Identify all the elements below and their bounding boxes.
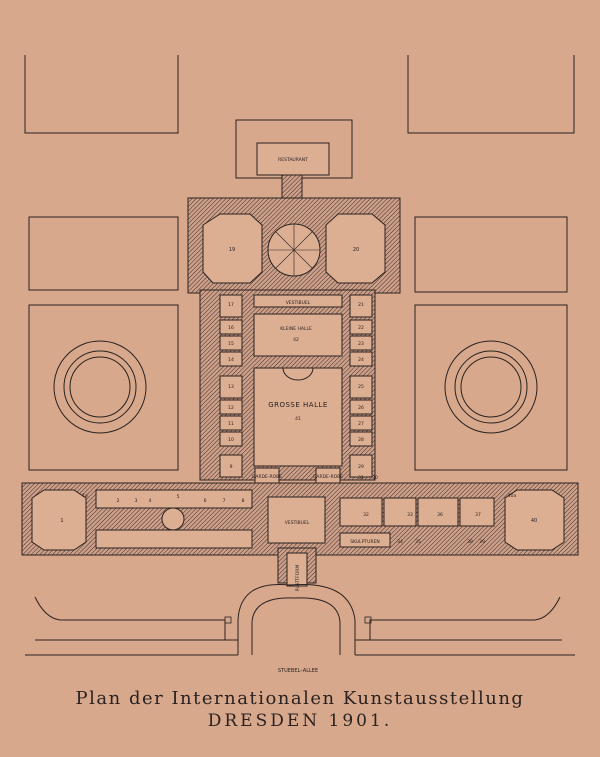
room-1a: 1a — [82, 493, 88, 499]
right-fountain — [444, 340, 538, 434]
street-label: STUEBEL–ALLEE — [278, 668, 318, 674]
room-35: 35 — [415, 539, 421, 545]
room-40: 40 — [531, 518, 537, 524]
exhibition-floor-plan: RESTAURANT 19 20 VESTIBUEL KLEINE HALLE … — [21, 55, 579, 674]
vestibuel-top-label: VESTIBUEL — [286, 300, 311, 306]
kleine-halle-label: KLEINE HALLE — [280, 326, 312, 332]
restaurant-label: RESTAURANT — [278, 157, 308, 163]
room-3: 3 — [135, 498, 138, 504]
room-37: 37 — [475, 512, 481, 518]
kleine-halle-number: 42 — [293, 337, 299, 343]
room-6: 6 — [204, 498, 207, 504]
entrance-forecourt: PLATTFORM — [237, 547, 356, 655]
central-wing: VESTIBUEL KLEINE HALLE 42 GROSSE HALLE 4… — [199, 289, 376, 485]
skulpturen-label: SKULPTUREN — [350, 539, 380, 545]
room-1: 1 — [60, 518, 63, 524]
restaurant-block: RESTAURANT — [235, 119, 353, 201]
grosse-halle-number: 41 — [295, 416, 301, 422]
room-36: 36 — [437, 512, 443, 518]
plattform-label: PLATTFORM — [295, 565, 301, 592]
room-14: 14 — [228, 357, 234, 363]
upper-halls: 19 20 — [187, 197, 401, 294]
room-29: 29 — [358, 464, 364, 470]
room-23: 23 — [358, 341, 364, 347]
room-19: 19 — [229, 247, 235, 253]
garderobe-right: GARDE-ROBE — [313, 474, 343, 480]
room-34: 34 — [397, 539, 403, 545]
plan-subtitle: DRESDEN 1901. — [207, 711, 393, 731]
room-25: 25 — [358, 384, 364, 390]
room-22: 22 — [358, 325, 364, 331]
room-11: 11 — [228, 421, 234, 427]
room-20: 20 — [353, 247, 359, 253]
room-13: 13 — [228, 384, 234, 390]
grosse-halle-label: GROSSE HALLE — [268, 401, 328, 409]
garden-plots — [24, 55, 575, 471]
room-32: 32 — [363, 512, 369, 518]
room-17: 17 — [228, 302, 234, 308]
room-10: 10 — [228, 437, 234, 443]
room-27: 27 — [358, 421, 364, 427]
room-39: 39 — [479, 539, 485, 545]
room-7: 7 — [223, 498, 226, 504]
room-30: 30 — [372, 475, 378, 481]
room-28: 28 — [358, 437, 364, 443]
street-edges — [25, 596, 575, 656]
room-33: 33 — [407, 512, 413, 518]
vestibuel-main-label: VESTIBUEL — [285, 520, 310, 526]
room-8: 8 — [242, 498, 245, 504]
left-fountain — [53, 340, 147, 434]
room-16: 16 — [228, 325, 234, 331]
room-5: 5 — [177, 494, 180, 500]
room-24: 24 — [358, 357, 364, 363]
room-40a: 40a — [508, 493, 517, 499]
room-31: 31 — [358, 475, 364, 481]
room-26: 26 — [358, 405, 364, 411]
room-9: 9 — [230, 464, 233, 470]
room-21: 21 — [358, 302, 364, 308]
room-15: 15 — [228, 341, 234, 347]
plan-title: Plan der Internationalen Kunstausstellun… — [75, 688, 525, 709]
room-4: 4 — [149, 498, 152, 504]
garderobe-left: GARDE-ROBE — [252, 474, 282, 480]
room-12: 12 — [228, 405, 234, 411]
room-38: 38 — [467, 539, 473, 545]
lower-wing: 1 1a 2 3 4 5 6 7 8 VESTIBUEL 32 33 36 37… — [21, 475, 579, 556]
room-2: 2 — [117, 498, 120, 504]
